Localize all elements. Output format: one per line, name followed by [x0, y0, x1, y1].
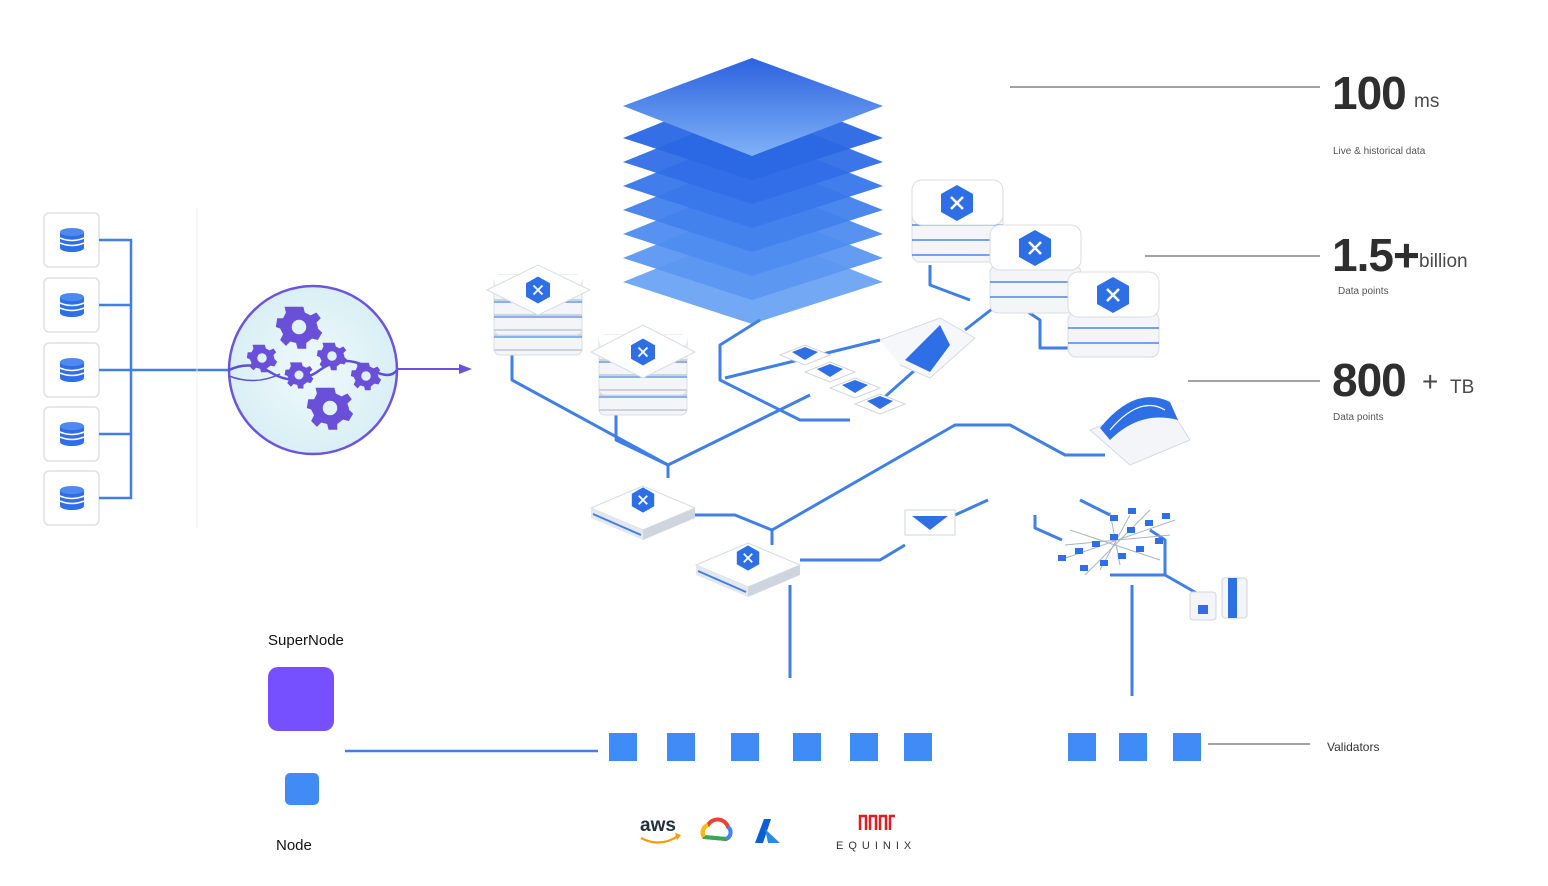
database-icon: [59, 227, 85, 253]
supernode-swatch: [268, 667, 334, 731]
stat-storage-number: 800: [1332, 354, 1407, 406]
server-stack-right-1: [911, 179, 1004, 263]
stat-datapoints-caption: Data points: [1338, 286, 1389, 297]
supernode-label: SuperNode: [268, 632, 344, 649]
processing-circle: [227, 284, 399, 456]
stat-storage-plus: +: [1422, 366, 1439, 397]
database-card-1: [43, 212, 100, 268]
stat-storage-unit: TB: [1450, 377, 1475, 398]
google-cloud-icon: [700, 817, 733, 842]
database-icon: [59, 485, 85, 511]
equinix-logo-text: EQUINIX: [836, 840, 917, 852]
flat-server-2: [695, 542, 801, 598]
node-grid: [778, 317, 976, 415]
aws-smile-icon: [640, 835, 679, 844]
aws-logo: aws: [640, 815, 676, 836]
server-stack-right-3: [1067, 271, 1160, 358]
bridge-device: [1089, 397, 1191, 466]
database-card-3: [43, 342, 100, 398]
equinix-icon: [858, 814, 895, 830]
validators-label: Validators: [1327, 740, 1380, 754]
database-card-2: [43, 277, 100, 333]
server-stack-middle: [589, 324, 697, 416]
database-icon: [59, 357, 85, 383]
node-label: Node: [276, 837, 312, 854]
stat-latency-number: 100: [1332, 67, 1407, 119]
monitor-device: [904, 509, 956, 536]
stat-lines: [1010, 86, 1320, 745]
database-connectors: [99, 238, 228, 500]
database-icon: [59, 292, 85, 318]
database-icon: [59, 421, 85, 447]
stat-latency-caption: Live & historical data: [1333, 146, 1426, 157]
azure-icon: [755, 819, 780, 843]
node-swatch: [285, 773, 319, 805]
database-list: [43, 212, 100, 526]
stat-datapoints-number: 1.5+: [1332, 229, 1420, 281]
lattice-cluster: [1058, 508, 1176, 576]
validator-nodes: [609, 733, 1201, 761]
data-layer-stack: [623, 58, 883, 324]
flow-arrow: [397, 364, 472, 374]
server-stack-right-2: [989, 224, 1082, 314]
database-card-4: [43, 406, 100, 462]
stat-latency-unit: ms: [1414, 91, 1440, 112]
database-card-5: [43, 470, 100, 526]
lock-device: [1189, 577, 1248, 621]
server-stack-left: [485, 264, 592, 356]
stat-datapoints-unit: billion: [1419, 251, 1468, 272]
flat-server-1: [590, 485, 696, 541]
stat-storage-caption: Data points: [1333, 412, 1384, 423]
